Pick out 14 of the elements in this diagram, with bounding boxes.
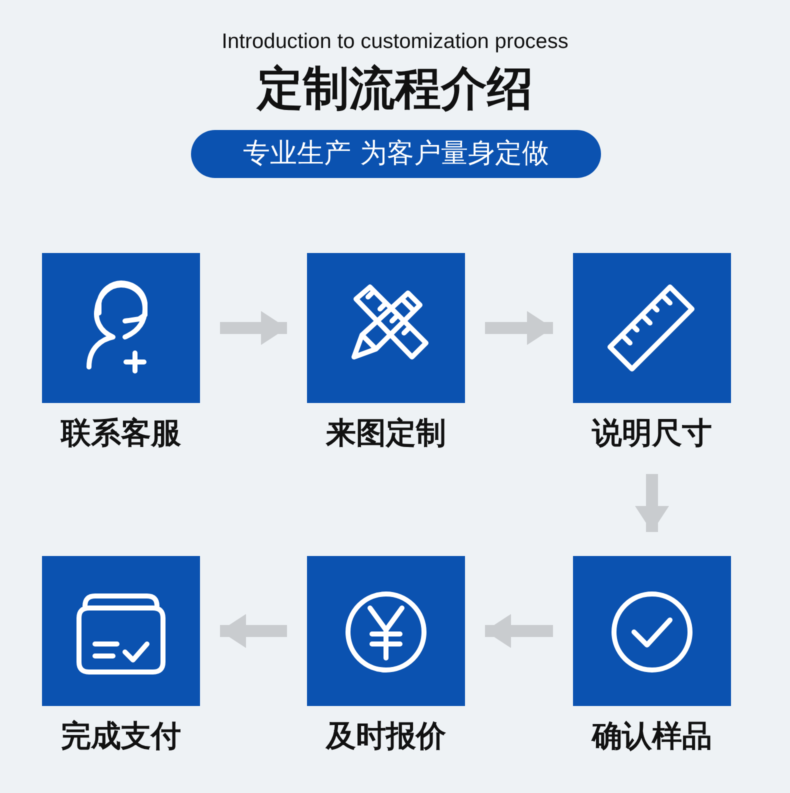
step-label: 联系客服 xyxy=(59,415,182,453)
step-label: 及时报价 xyxy=(324,718,447,756)
step-label: 来图定制 xyxy=(324,415,447,453)
subtitle: Introduction to customization process xyxy=(220,30,570,54)
step-label: 完成支付 xyxy=(60,718,182,756)
tagline-banner: 专业生产 为客户量身定做 xyxy=(191,130,601,178)
arrow xyxy=(485,614,553,648)
arrow xyxy=(635,474,669,532)
arrow xyxy=(220,614,287,648)
step-label: 确认样品 xyxy=(590,718,713,756)
arrow xyxy=(220,311,287,345)
arrow xyxy=(485,311,553,345)
step-label: 说明尺寸 xyxy=(590,415,713,453)
title: 定制流程介绍 xyxy=(255,60,534,117)
